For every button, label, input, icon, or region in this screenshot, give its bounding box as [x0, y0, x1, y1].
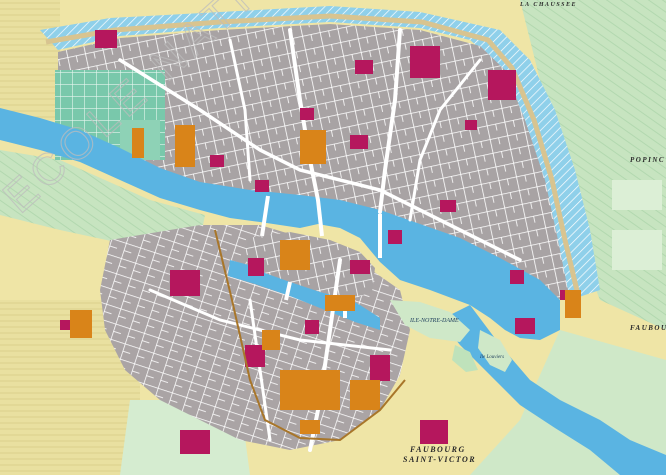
bridge-4: [284, 281, 292, 301]
colleges: [70, 125, 581, 434]
label-ile-louviers: Ile Louviers: [479, 355, 504, 360]
river-left-arm: [228, 260, 380, 330]
label-popincourt: POPINC: [630, 156, 665, 164]
meadow-west-riverbank: [0, 150, 205, 245]
label-faubourg-right: FAUBOU: [630, 324, 666, 332]
ile-aux-vaches: [452, 345, 478, 372]
meadow-block-2: [612, 230, 662, 270]
label-top-right: LA CHAUSSEE: [519, 2, 577, 8]
label-faubourg-saint-victor-1: FAUBOURG: [409, 445, 466, 454]
river-seine: [0, 108, 560, 340]
ile-notre-dame: [390, 300, 470, 342]
monuments: [60, 30, 572, 454]
ile-louviers: [478, 330, 512, 372]
rampart-wall-north: [45, 13, 581, 296]
rampart-wall-south: [214, 229, 406, 442]
meadow-block-1: [612, 180, 662, 210]
bridge-1: [260, 195, 270, 237]
fields-northwest: [0, 0, 60, 120]
label-faubourg-saint-victor-2: SAINT-VICTOR: [403, 455, 476, 464]
bridge-2: [316, 199, 324, 237]
label-ile-notre-dame: ILE-NOTRE-DAME: [409, 318, 459, 324]
